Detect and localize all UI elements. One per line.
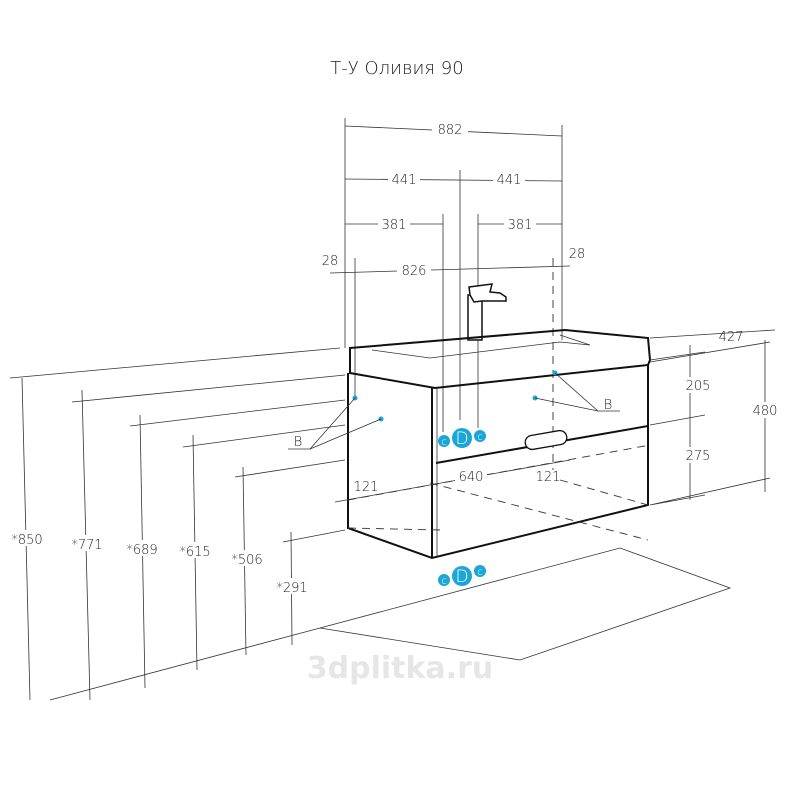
dim-381-left: 381 [382,218,407,233]
svg-text:D: D [455,567,468,587]
svg-text:c: c [477,567,483,578]
right-dimensions: 427 205 275 480 [649,329,780,506]
faucet [467,283,507,341]
dim-121-left: 121 [354,480,379,495]
dim-121-right: 121 [536,470,561,485]
dim-850: *850 [11,533,42,548]
drawer-handle [524,429,568,451]
title: Т-У Оливия 90 [330,58,463,79]
dim-275: 275 [686,449,711,464]
extension-lines [344,118,563,470]
label-b-left: B [294,435,303,450]
front-dimensions: 640 121 121 [334,459,571,503]
watermark: 3dplitka.ru [307,651,493,686]
b-callouts: B B [288,370,620,450]
dim-291: *291 [276,581,307,596]
dim-480: 480 [753,404,778,419]
connection-markers-upper: c D c [438,428,486,449]
svg-text:c: c [441,576,447,587]
dim-771: *771 [71,538,102,553]
dim-689: *689 [126,543,157,558]
dim-427: 427 [719,330,744,345]
dim-441-left: 441 [392,173,417,188]
dim-28-right: 28 [569,247,586,262]
dim-882: 882 [438,123,463,138]
left-dimensions: *850 *771 *689 *615 *506 *291 [5,347,732,701]
svg-text:c: c [477,432,483,443]
dim-615: *615 [179,545,210,560]
connection-markers-lower: c D c [438,565,486,587]
dim-205: 205 [686,379,711,394]
dim-381-right: 381 [508,218,533,233]
vanity-unit [347,328,652,560]
dim-826: 826 [402,264,427,279]
dim-506: *506 [231,553,262,568]
dim-640: 640 [459,470,484,485]
svg-text:D: D [455,429,468,449]
svg-text:c: c [441,437,447,448]
label-b-right: B [604,398,613,413]
dim-441-right: 441 [497,173,522,188]
dim-28-left: 28 [322,254,339,269]
top-dimensions: 882 441 441 381 381 826 28 28 [322,120,586,279]
